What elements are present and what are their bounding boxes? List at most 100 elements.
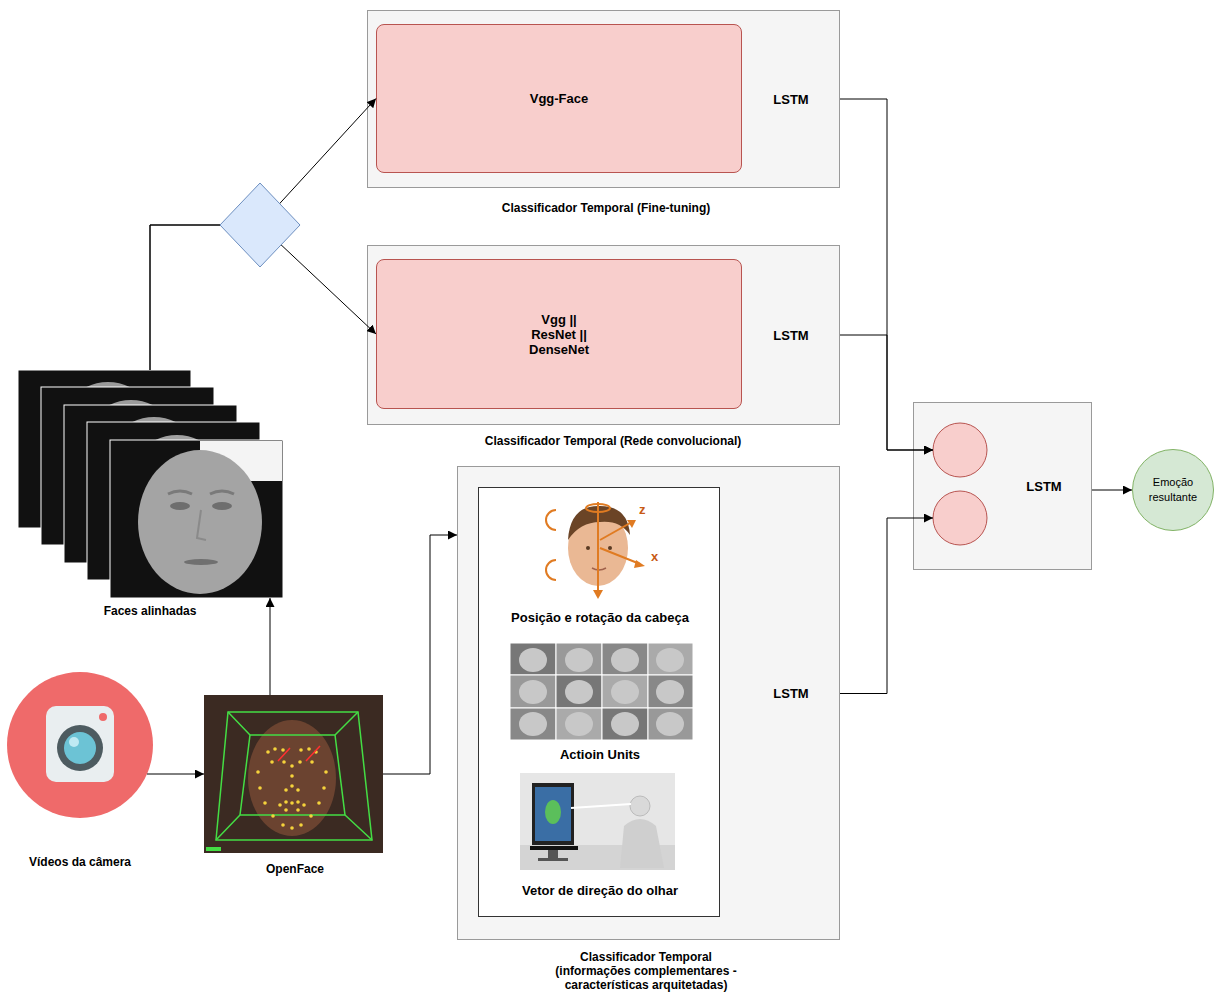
head-pose-figure [546, 560, 556, 580]
gaze-figure [532, 783, 574, 845]
openface-photo [281, 748, 285, 752]
face-stack [170, 502, 190, 510]
gaze-figure [571, 804, 631, 808]
face-stack [18, 370, 283, 598]
openface-photo [310, 760, 314, 764]
gaze-figure [545, 800, 561, 824]
camera-icon [69, 737, 79, 747]
openface-photo [317, 801, 321, 805]
openface-photo [284, 808, 288, 812]
openface-photo [296, 788, 300, 792]
node-label: Classificador Temporal (Fine-tuning) [381, 201, 831, 216]
fusion-inputs [933, 491, 987, 545]
action-units-faces [656, 680, 684, 704]
head-pose-figure [600, 522, 632, 540]
node-label: Vgg || ResNet || DenseNet [521, 312, 597, 357]
head-pose-figure [586, 546, 590, 550]
decision-diamond [220, 183, 300, 267]
flow-arrow [840, 335, 933, 450]
action-units-photo [556, 643, 602, 675]
text-slot: Vgg-Face [377, 25, 741, 172]
openface-photo [216, 712, 372, 840]
text-slot: Classificador Temporal (informações comp… [546, 950, 746, 992]
openface-photo [270, 760, 274, 764]
head-pose-figure [634, 560, 645, 568]
fusion-box: LSTM [913, 402, 1092, 570]
node-label: Vídeos da câmera [5, 855, 155, 870]
text-slot: LSTM [756, 92, 826, 107]
flow-arrow [1092, 490, 1132, 491]
head-pose-figure [597, 502, 599, 592]
openface-photo [206, 847, 221, 851]
action-units-faces [656, 648, 684, 672]
face-stack [197, 510, 206, 540]
text-slot: Classificador Temporal (Rede convolucion… [383, 434, 843, 449]
flow-arrow [270, 598, 271, 695]
camera-icon [7, 672, 153, 818]
text-slot: LSTM [756, 686, 826, 701]
flow-arrow [150, 99, 376, 371]
text-slot: Vgg || ResNet || DenseNet [377, 260, 741, 408]
openface-photo [281, 823, 285, 827]
text-slot: Faces alinhadas [60, 604, 240, 619]
face-stack [168, 491, 192, 494]
layer-label: LSTM [756, 92, 826, 107]
openface-photo [299, 748, 303, 752]
openface-photo [248, 720, 336, 836]
face-stack [138, 450, 262, 594]
network-box: Vgg || ResNet || DenseNet [376, 259, 742, 409]
gaze-figure [520, 773, 675, 870]
gaze-figure [548, 850, 558, 858]
text-slot: LSTM [1014, 479, 1074, 494]
openface-photo [240, 735, 345, 815]
openface-photo [307, 747, 311, 751]
openface-photo [204, 695, 383, 853]
action-units-photo [602, 675, 648, 708]
head-pose-figure [586, 504, 610, 512]
openface-photo [290, 801, 294, 805]
gaze-figure [520, 773, 675, 870]
text-slot: Actioin Units [479, 747, 721, 762]
face-stack [212, 502, 232, 510]
node-label: OpenFace [240, 862, 350, 877]
node-label: Vetor de direção do olhar [479, 883, 721, 898]
gaze-figure [538, 858, 568, 861]
node-label: LSTM [1014, 479, 1074, 494]
node-label: Classificador Temporal (Rede convolucion… [383, 434, 843, 449]
action-units-photo [602, 708, 648, 740]
action-units-faces [565, 648, 593, 672]
fusion-inputs [933, 423, 987, 545]
action-units-faces [519, 648, 547, 672]
text-slot: x [651, 549, 658, 564]
result-circle: Emoção resultante [1132, 449, 1214, 531]
text-slot: Emoção resultante [1133, 450, 1213, 530]
action-units-photo [510, 643, 693, 740]
head-pose-figure [627, 520, 636, 528]
camera-icon [7, 672, 153, 818]
openface-photo [271, 814, 275, 818]
node-label: Vgg-Face [530, 91, 589, 106]
openface-photo [278, 803, 282, 807]
action-units-faces [519, 680, 547, 704]
text-slot: z [639, 502, 646, 517]
openface-photo [290, 764, 294, 768]
face-stack [210, 491, 234, 494]
layer-label: LSTM [756, 328, 826, 343]
action-units-photo [602, 643, 648, 675]
flow-arrow [840, 99, 933, 450]
action-units-faces [519, 648, 684, 736]
classifier-panel: LSTMClassificador Temporal (Rede convolu… [367, 245, 840, 425]
action-units-photo [648, 643, 693, 675]
camera-icon [99, 713, 107, 721]
openface-photo [302, 803, 306, 807]
node-label: Posição e rotação da cabeça [479, 610, 721, 625]
head-pose-figure [600, 548, 640, 564]
text-slot: OpenFace [240, 862, 350, 877]
action-units-photo [510, 708, 556, 740]
head-pose-figure [593, 590, 603, 599]
openface-photo [324, 770, 328, 774]
openface-photo [256, 747, 328, 830]
face-stack [184, 559, 218, 565]
